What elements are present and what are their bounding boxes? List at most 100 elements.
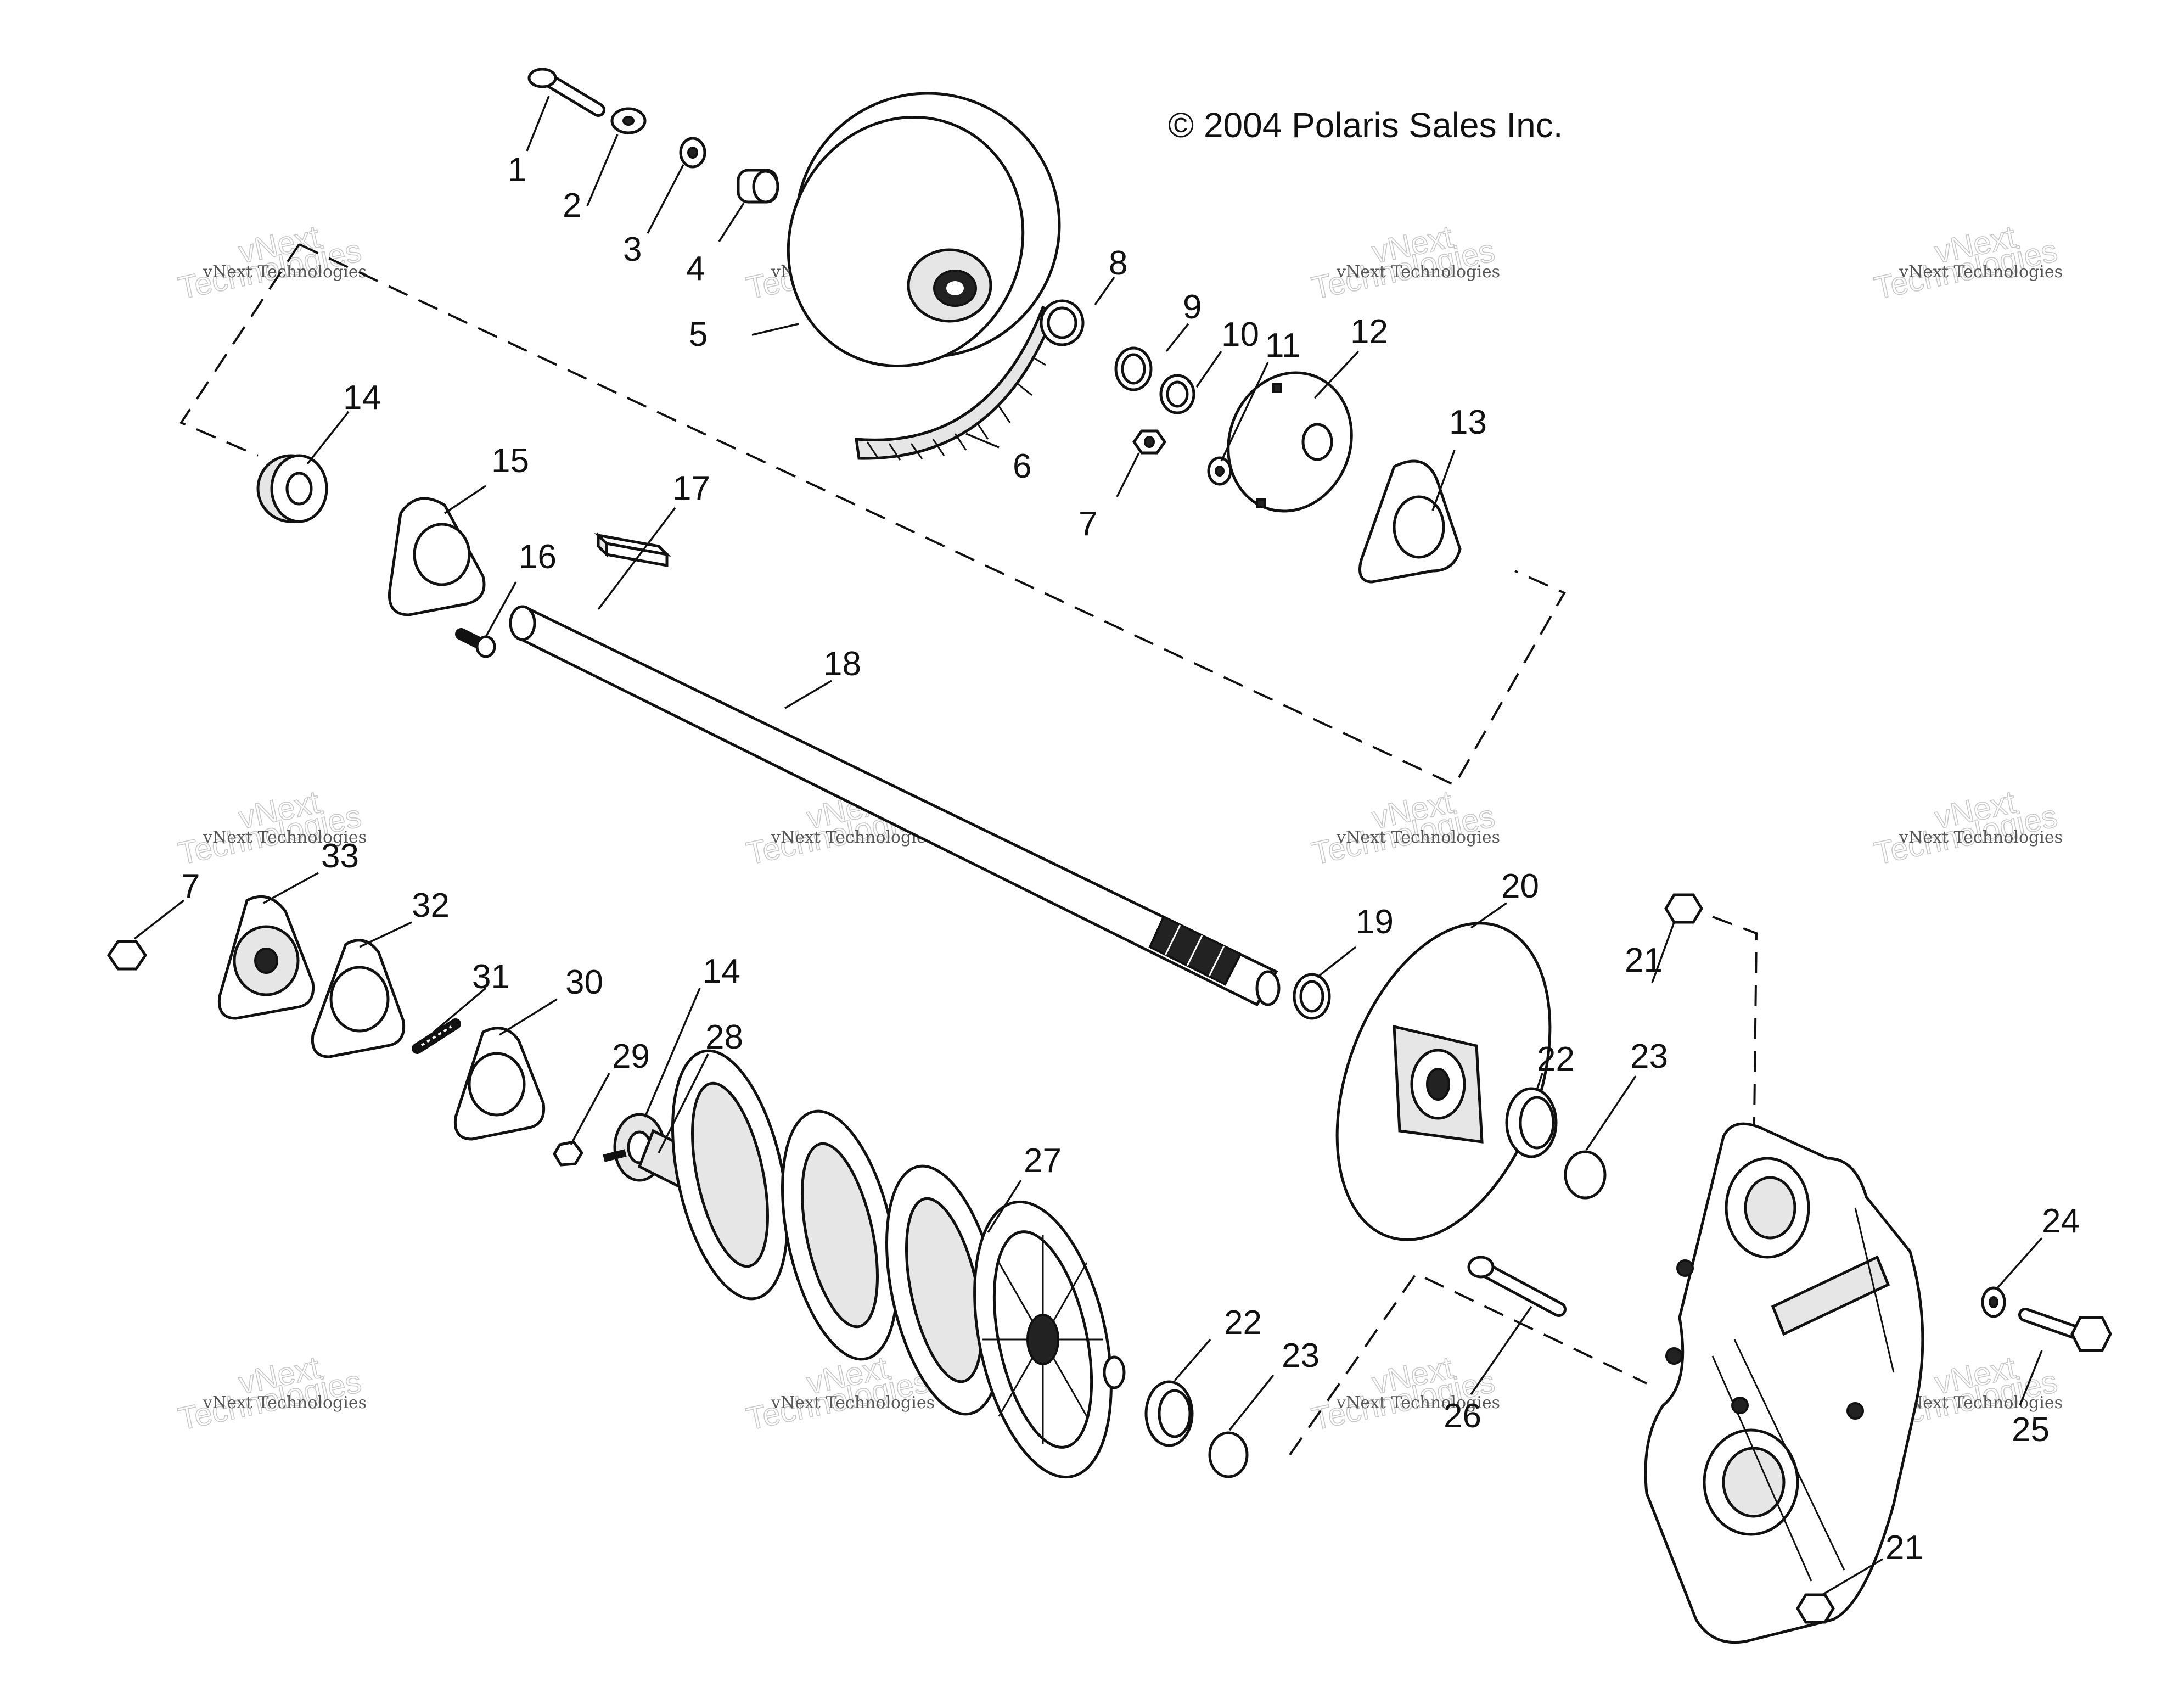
callout-22-upper: 22 [1537, 1040, 1575, 1078]
part-shaft-18 [509, 605, 1281, 1007]
dashed-line-main [299, 243, 1566, 787]
part-bolt-26 [1467, 1256, 1567, 1317]
callout-17: 17 [672, 469, 710, 507]
part-plate-12 [1227, 371, 1353, 513]
callout-21-upper: 21 [1625, 941, 1663, 979]
part-drive-shaft-27 [637, 1049, 1126, 1479]
part-washer-3 [679, 137, 706, 169]
svg-text:vNext Technologies: vNext Technologies [203, 262, 367, 282]
part-bushing-4 [737, 169, 779, 204]
callout-13: 13 [1449, 403, 1487, 441]
dashed-line-case-bottom [1289, 1272, 1647, 1456]
leader-lines [133, 96, 2043, 1596]
part-seal-8 [1040, 299, 1085, 346]
callout-21-lower: 21 [1885, 1529, 1923, 1567]
watermark: Technologies vNext vNext Technologies [175, 1349, 367, 1438]
callout-16: 16 [519, 538, 557, 576]
part-flange-30 [453, 1027, 546, 1141]
callout-33: 33 [321, 837, 359, 875]
callout-6: 6 [1013, 447, 1031, 485]
part-ring-10 [1159, 374, 1195, 414]
callout-labels: 1 2 3 4 5 6 7 8 9 10 11 12 13 14 15 16 1… [181, 151, 2080, 1567]
part-chain-6 [855, 305, 1056, 461]
callout-10: 10 [1221, 316, 1259, 354]
part-bearing-22-upper [1505, 1087, 1558, 1158]
svg-text:vNext Technologies: vNext Technologies [1336, 828, 1500, 847]
part-flange-15 [388, 497, 486, 616]
part-plug-23-lower [1208, 1431, 1249, 1478]
callout-14-upper: 14 [343, 379, 381, 417]
svg-text:vNext Technologies: vNext Technologies [203, 828, 367, 847]
callout-19: 19 [1356, 903, 1394, 941]
watermark: Technologies vNext vNext Technologies [1308, 784, 1500, 872]
callout-28: 28 [705, 1018, 743, 1056]
callout-23-upper: 23 [1630, 1038, 1668, 1075]
dashed-line-case-top [1712, 916, 1758, 1170]
part-washer-24 [1981, 1286, 2006, 1318]
part-stud-31 [412, 1018, 461, 1054]
part-bolt-16 [455, 628, 496, 658]
svg-text:vNext Technologies: vNext Technologies [1336, 1393, 1500, 1413]
callout-29: 29 [612, 1038, 650, 1075]
callout-11: 11 [1265, 327, 1300, 365]
part-flange-13 [1358, 459, 1462, 584]
part-plug-23-upper [1564, 1150, 1607, 1200]
callout-12: 12 [1350, 313, 1388, 351]
callout-4: 4 [686, 250, 705, 288]
watermark: Technologies vNext vNext Technologies [1871, 784, 2063, 872]
part-washer-11 [1207, 456, 1232, 486]
svg-text:vNext Technologies: vNext Technologies [1336, 262, 1500, 282]
part-gasket-32 [311, 939, 406, 1058]
callout-26: 26 [1444, 1397, 1481, 1435]
dashed-line-upper [179, 243, 300, 457]
part-bearing-14-upper [256, 454, 328, 523]
part-nut-21-upper [1664, 893, 1703, 924]
part-nut-29 [553, 1140, 584, 1167]
callout-15: 15 [491, 442, 529, 480]
svg-text:vNext Technologies: vNext Technologies [1899, 1393, 2063, 1413]
callout-1: 1 [508, 151, 526, 189]
callout-8: 8 [1109, 244, 1127, 282]
callout-9: 9 [1183, 288, 1202, 326]
callout-20: 20 [1501, 867, 1539, 905]
callout-32: 32 [412, 887, 450, 924]
part-ring-19 [1293, 973, 1331, 1020]
callout-7-lower: 7 [181, 867, 200, 905]
part-bearing-22-lower [1144, 1380, 1194, 1447]
callout-3: 3 [623, 231, 642, 268]
callout-18: 18 [823, 645, 861, 683]
callout-14-lower: 14 [703, 952, 740, 990]
part-brake-disc-20 [1335, 922, 1552, 1241]
part-chaincase [1644, 1122, 1924, 1644]
callout-27: 27 [1024, 1142, 1062, 1180]
part-driven-sprocket-5 [787, 92, 1061, 368]
part-nut-7-upper [1132, 429, 1167, 455]
part-bolt-1 [527, 68, 605, 117]
part-nut-21-lower [1796, 1593, 1835, 1624]
callout-2: 2 [563, 187, 581, 225]
callout-25: 25 [2012, 1411, 2050, 1449]
svg-text:vNext Technologies: vNext Technologies [203, 1393, 367, 1413]
copyright-text: © 2004 Polaris Sales Inc. [1168, 105, 1563, 145]
callout-24: 24 [2042, 1202, 2080, 1240]
part-bolt-25 [2018, 1308, 2112, 1352]
part-key-17 [594, 531, 671, 567]
svg-text:vNext Technologies: vNext Technologies [771, 1393, 935, 1413]
watermark: Technologies vNext vNext Technologies [1308, 218, 1500, 307]
part-ring-9 [1114, 346, 1153, 391]
svg-text:vNext Technologies: vNext Technologies [1899, 828, 2063, 847]
part-flange-33 [217, 895, 315, 1020]
watermark: Technologies vNext vNext Technologies [1871, 218, 2063, 307]
callout-5: 5 [689, 316, 708, 354]
callout-31: 31 [472, 958, 510, 996]
svg-text:vNext Technologies: vNext Technologies [1899, 262, 2063, 282]
assembly-lines [179, 243, 1758, 1456]
watermark: Technologies vNext vNext Technologies [743, 1349, 935, 1438]
part-washer-2 [610, 107, 647, 134]
callout-7-upper: 7 [1079, 505, 1097, 543]
callout-30: 30 [565, 963, 603, 1001]
callout-23-lower: 23 [1282, 1337, 1320, 1375]
callout-22-lower: 22 [1224, 1304, 1262, 1342]
part-nut-7-lower [106, 940, 148, 971]
